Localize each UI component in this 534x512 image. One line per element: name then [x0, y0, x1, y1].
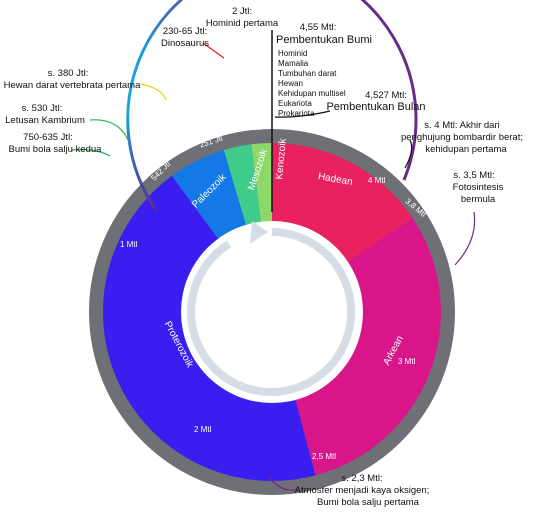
- leader-bombard: [404, 139, 413, 169]
- snowball1-text: Bumi bola salju kedua: [9, 144, 103, 155]
- tick-1-mtl: 1 Mtl: [120, 240, 138, 249]
- clock-circle-right: [360, 0, 418, 181]
- life-item: Eukariota: [278, 99, 312, 108]
- earth-text: Pembentukan Bumi: [276, 34, 372, 46]
- label-kenozoik: Kenozoik: [274, 137, 289, 180]
- photo-line1: s. 3,5 Mtl:: [453, 170, 494, 181]
- leader-land: [139, 83, 167, 101]
- life-item: Hewan: [278, 79, 303, 88]
- leader-oxygen: [267, 475, 297, 491]
- tick-4-6-mtl: 4,6 Mtl: [274, 120, 298, 129]
- inner-disc: [181, 221, 363, 403]
- oxygen-line3: Bumi bola salju pertama: [317, 497, 420, 508]
- photo-line2: Fotosintesis: [453, 182, 504, 193]
- tick-3-mtl: 3 Mtl: [398, 357, 416, 366]
- tick-4-mtl: 4 Mtl: [368, 176, 386, 185]
- life-list: Hominid Mamalia Tumbuhan darat Hewan Keh…: [278, 49, 346, 118]
- life-item: Mamalia: [278, 59, 309, 68]
- land-text: Hewan darat vertebrata pertama: [4, 80, 141, 91]
- dino-date: 230-65 Jtl:: [163, 26, 207, 37]
- leader-photo: [454, 211, 476, 266]
- bombard-line3: kehidupan pertama: [425, 144, 507, 155]
- life-item: Prokariota: [278, 109, 315, 118]
- life-item: Kehidupan multisel: [278, 89, 346, 98]
- oxygen-line2: Atmosfer menjadi kaya oksigen;: [295, 485, 430, 496]
- photo-line3: bermula: [461, 194, 496, 205]
- leader-dino: [202, 42, 225, 59]
- hominid-date: 2 Jtl:: [232, 6, 252, 17]
- arrow-head: [250, 221, 268, 244]
- tick-2-5-mtl: 2,5 Mtl: [312, 452, 336, 461]
- leader-snowball1: [71, 149, 111, 157]
- snowball1-date: 750-635 Jtl:: [23, 132, 73, 143]
- leader-cambrian: [89, 119, 129, 141]
- hominid-text: Hominid pertama: [206, 18, 279, 29]
- bombard-line2: penghujung bombardir berat;: [401, 132, 523, 143]
- moon-text: Pembentukan Bulan: [326, 101, 425, 113]
- dino-text: Dinosaurus: [161, 38, 209, 49]
- clockwise-arrow: [187, 228, 356, 396]
- clock-circle-left: [126, 0, 184, 211]
- life-item: Hominid: [278, 49, 307, 58]
- tick-65-jtl: 65 Jtl: [242, 123, 261, 132]
- earth-date: 4,55 Mtl:: [300, 22, 336, 33]
- leader-moon: [274, 110, 331, 118]
- bombard-line1: s. 4 Mtl: Akhir dari: [424, 120, 500, 131]
- tick-2-mtl: 2 Mtl: [194, 425, 212, 434]
- land-date: s. 380 Jtl:: [48, 68, 89, 79]
- cambrian-text: Letusan Kambrium: [5, 115, 85, 126]
- moon-date: 4,527 Mtl:: [365, 90, 407, 101]
- oxygen-line1: s. 2,3 Mtl:: [341, 473, 382, 484]
- life-item: Tumbuhan darat: [278, 69, 337, 78]
- cambrian-date: s. 530 Jtl:: [22, 103, 63, 114]
